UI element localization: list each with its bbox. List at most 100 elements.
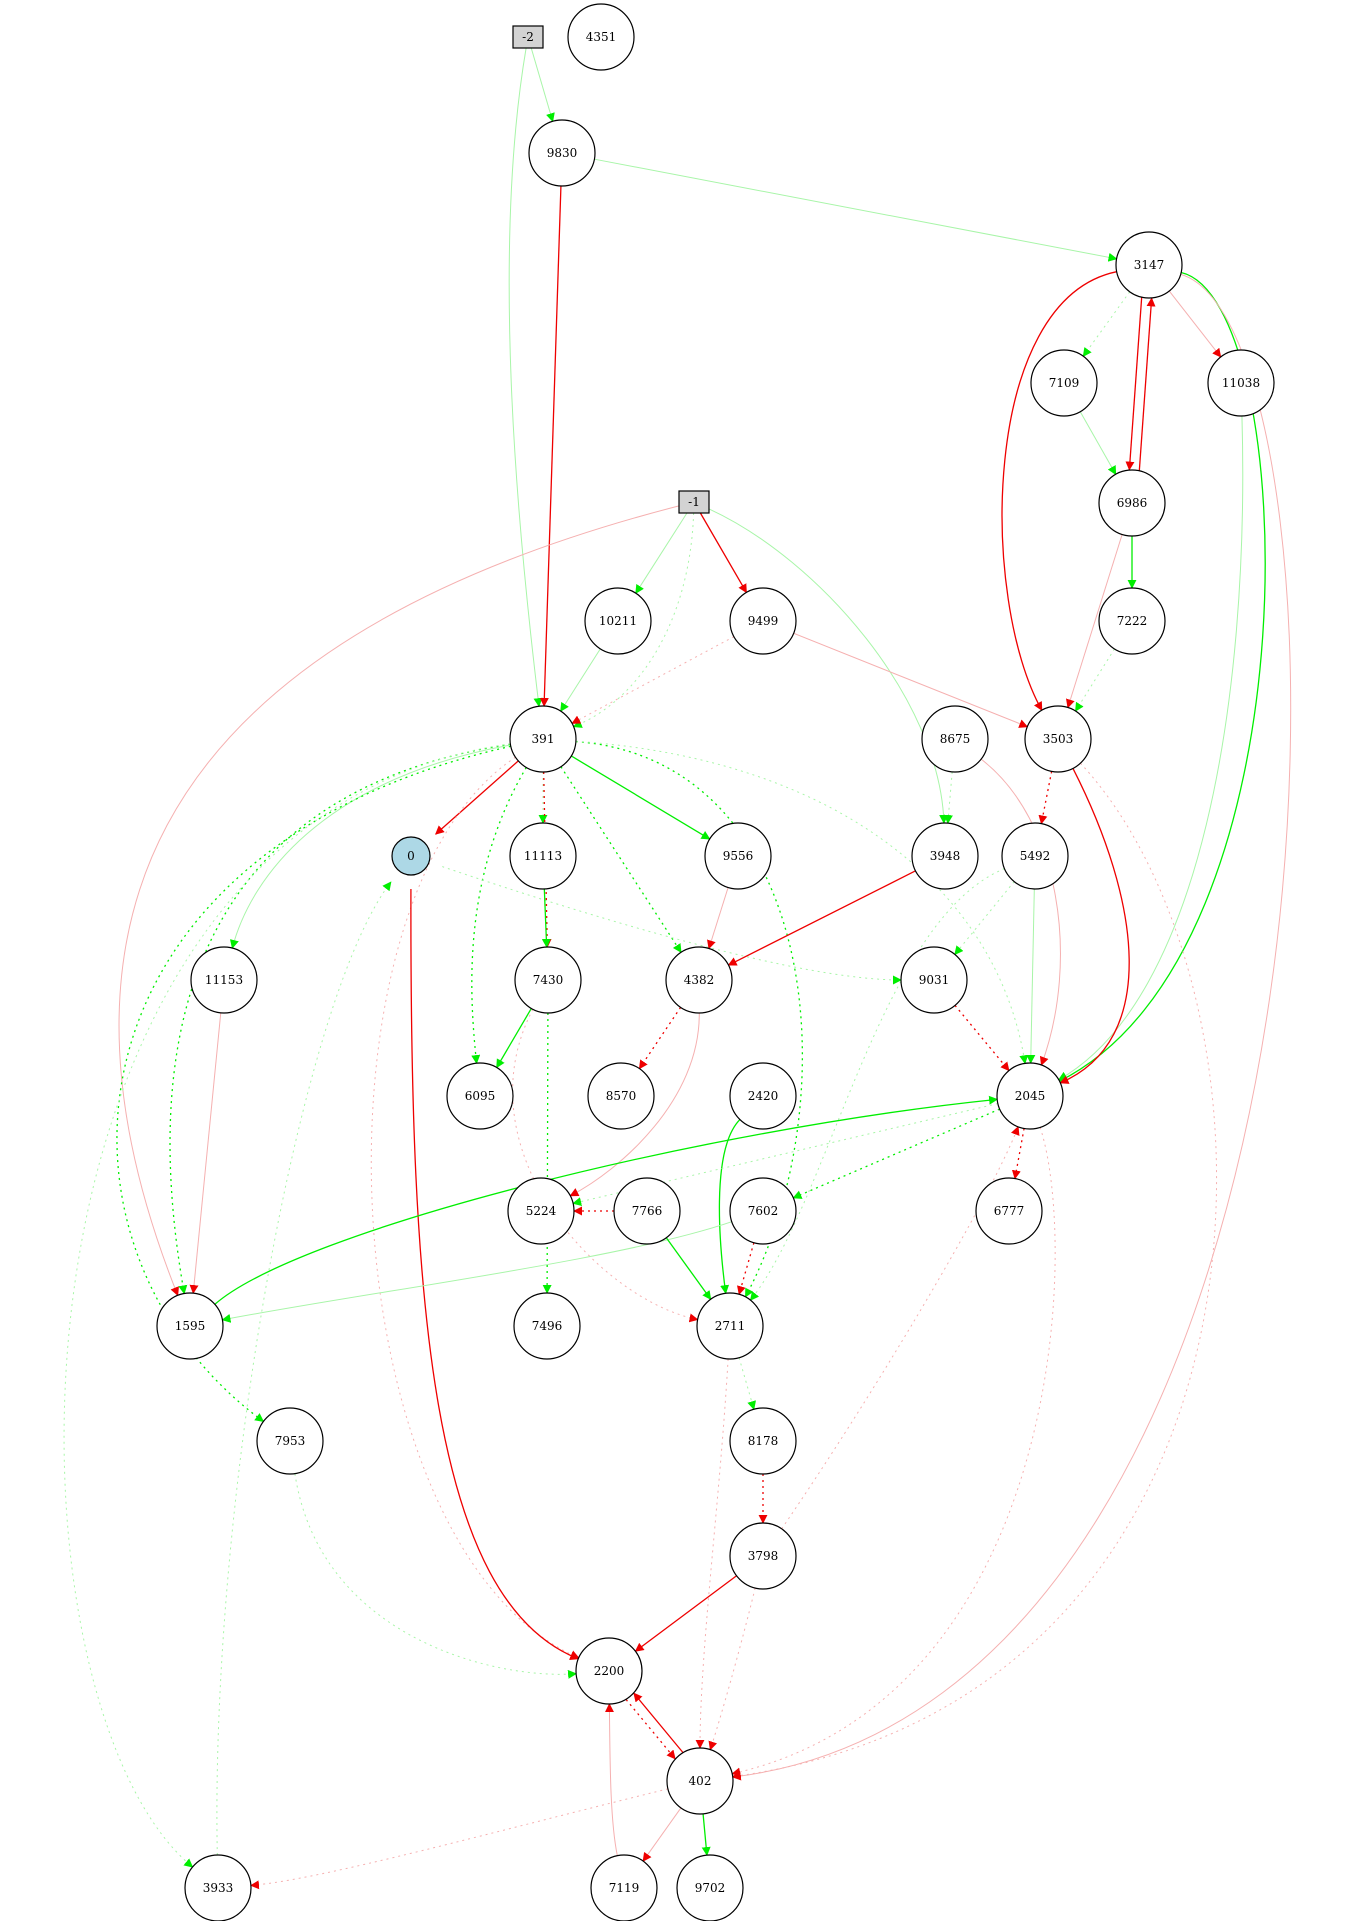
node-circle <box>729 1177 797 1245</box>
edge-3948-to-4382 <box>727 870 916 966</box>
node-circle <box>513 1292 581 1360</box>
node-circle <box>729 1062 797 1130</box>
node-6986: 6986 <box>1098 469 1166 537</box>
node-circle <box>1115 231 1183 299</box>
node-7602: 7602 <box>729 1177 797 1245</box>
node-circle <box>584 587 652 655</box>
node-label: 7602 <box>748 1204 779 1218</box>
node-circle <box>911 822 979 890</box>
edge--1-to-1595 <box>118 505 680 1297</box>
node-circle <box>1030 349 1098 417</box>
output-node-circle <box>391 836 431 876</box>
edge-3503-to-402 <box>731 762 1217 1780</box>
node-circle <box>729 1522 797 1590</box>
edge-391-to-7430 <box>542 771 552 948</box>
node-11113: 11113 <box>509 822 577 890</box>
node-circle <box>184 1854 252 1921</box>
node-2045: 2045 <box>996 1062 1064 1130</box>
node-circle <box>514 946 582 1014</box>
edge-3933-to-0 <box>216 881 392 1856</box>
node-circle <box>613 1177 681 1245</box>
edge-3147-to-11038 <box>1168 290 1222 358</box>
node-circle <box>676 1854 744 1921</box>
node-circle <box>590 1854 658 1921</box>
edge-3147-to-2045 <box>1058 271 1266 1082</box>
node-0: 0 <box>391 836 431 876</box>
node-circle <box>567 3 635 71</box>
edge-402-to-3933 <box>250 1788 669 1890</box>
edge-391-to-7953 <box>116 745 511 1422</box>
edge-2711-to-402 <box>695 1358 729 1749</box>
node-label: 4382 <box>684 973 715 987</box>
edge-10211-to-391 <box>560 648 601 712</box>
node-label: 5224 <box>526 1204 557 1218</box>
node-label: 9031 <box>919 973 950 987</box>
edge--1-to-9499 <box>699 512 748 594</box>
edge-11113-to-7430 <box>541 888 551 948</box>
edge--1-to-3948 <box>708 508 949 824</box>
edge-1595-to-2045 <box>214 1095 999 1305</box>
node-circle <box>528 119 596 187</box>
node-circle <box>1207 349 1275 417</box>
input-node-box <box>678 490 710 514</box>
edge-391-to-6095 <box>471 767 527 1065</box>
node-3948: 3948 <box>911 822 979 890</box>
node-label: 7953 <box>275 1434 306 1448</box>
edge--2-to-9830 <box>530 47 555 123</box>
node-circle <box>507 1177 575 1245</box>
edge-5492-to-9031 <box>954 881 1015 956</box>
node-circle <box>729 587 797 655</box>
edge-9556-to-4382 <box>707 887 729 950</box>
node-11038: 11038 <box>1207 349 1275 417</box>
node-circle <box>665 946 733 1014</box>
node-label: 9830 <box>547 146 578 160</box>
node-label: -2 <box>522 30 534 44</box>
edge-391-to-3933 <box>63 743 511 1868</box>
node-4382: 4382 <box>665 946 733 1014</box>
edge-7222-to-3503 <box>1075 648 1115 712</box>
edge-3798-to-402 <box>708 1587 756 1751</box>
edge--1-to-10211 <box>635 512 688 594</box>
node-7496: 7496 <box>513 1292 581 1360</box>
edge-391-to-2200 <box>370 756 580 1659</box>
node-8675: 8675 <box>921 705 989 773</box>
edge--2-to-391 <box>508 47 543 708</box>
node-circle <box>587 1062 655 1130</box>
edge-3147-to-7109 <box>1082 291 1131 357</box>
edge-402-to-7119 <box>642 1807 682 1862</box>
node-label: 10211 <box>599 614 637 628</box>
node-7119: 7119 <box>590 1854 658 1921</box>
edge-391-to-11153 <box>229 744 511 949</box>
node-label: 2711 <box>715 1319 746 1333</box>
node-2420: 2420 <box>729 1062 797 1130</box>
edge-402-to-2200 <box>633 1692 684 1753</box>
edge-391-to-9556 <box>570 755 711 840</box>
edge-9499-to-391 <box>571 636 735 724</box>
node-circle <box>996 1062 1064 1130</box>
node-circle <box>1001 822 1069 890</box>
node--1: -1 <box>678 490 710 514</box>
edge-6986-to-3147 <box>1138 297 1156 471</box>
edge-3503-to-2045 <box>1059 768 1130 1084</box>
node-label: 8675 <box>940 732 971 746</box>
edge-391-to-2045 <box>575 740 1029 1065</box>
node-9702: 9702 <box>676 1854 744 1921</box>
edge-7430-to-2711 <box>512 1009 699 1323</box>
node-9031: 9031 <box>900 946 968 1014</box>
node-label: 9499 <box>748 614 779 628</box>
node-label: 5492 <box>1020 849 1051 863</box>
edge-2045-to-6777 <box>1011 1128 1025 1180</box>
node-label: 7496 <box>532 1319 563 1333</box>
node-label: 3147 <box>1134 258 1165 272</box>
edge-3798-to-2200 <box>634 1575 737 1652</box>
node-label: 7430 <box>533 973 564 987</box>
edge-2045-to-7602 <box>792 1108 1000 1199</box>
node-label: 6095 <box>465 1089 496 1103</box>
node-6095: 6095 <box>446 1062 514 1130</box>
node-circle <box>1024 705 1092 773</box>
edge-2045-to-402 <box>731 1127 1056 1777</box>
node-label: 9556 <box>723 849 754 863</box>
node-391: 391 <box>509 705 577 773</box>
node-circle <box>446 1062 514 1130</box>
